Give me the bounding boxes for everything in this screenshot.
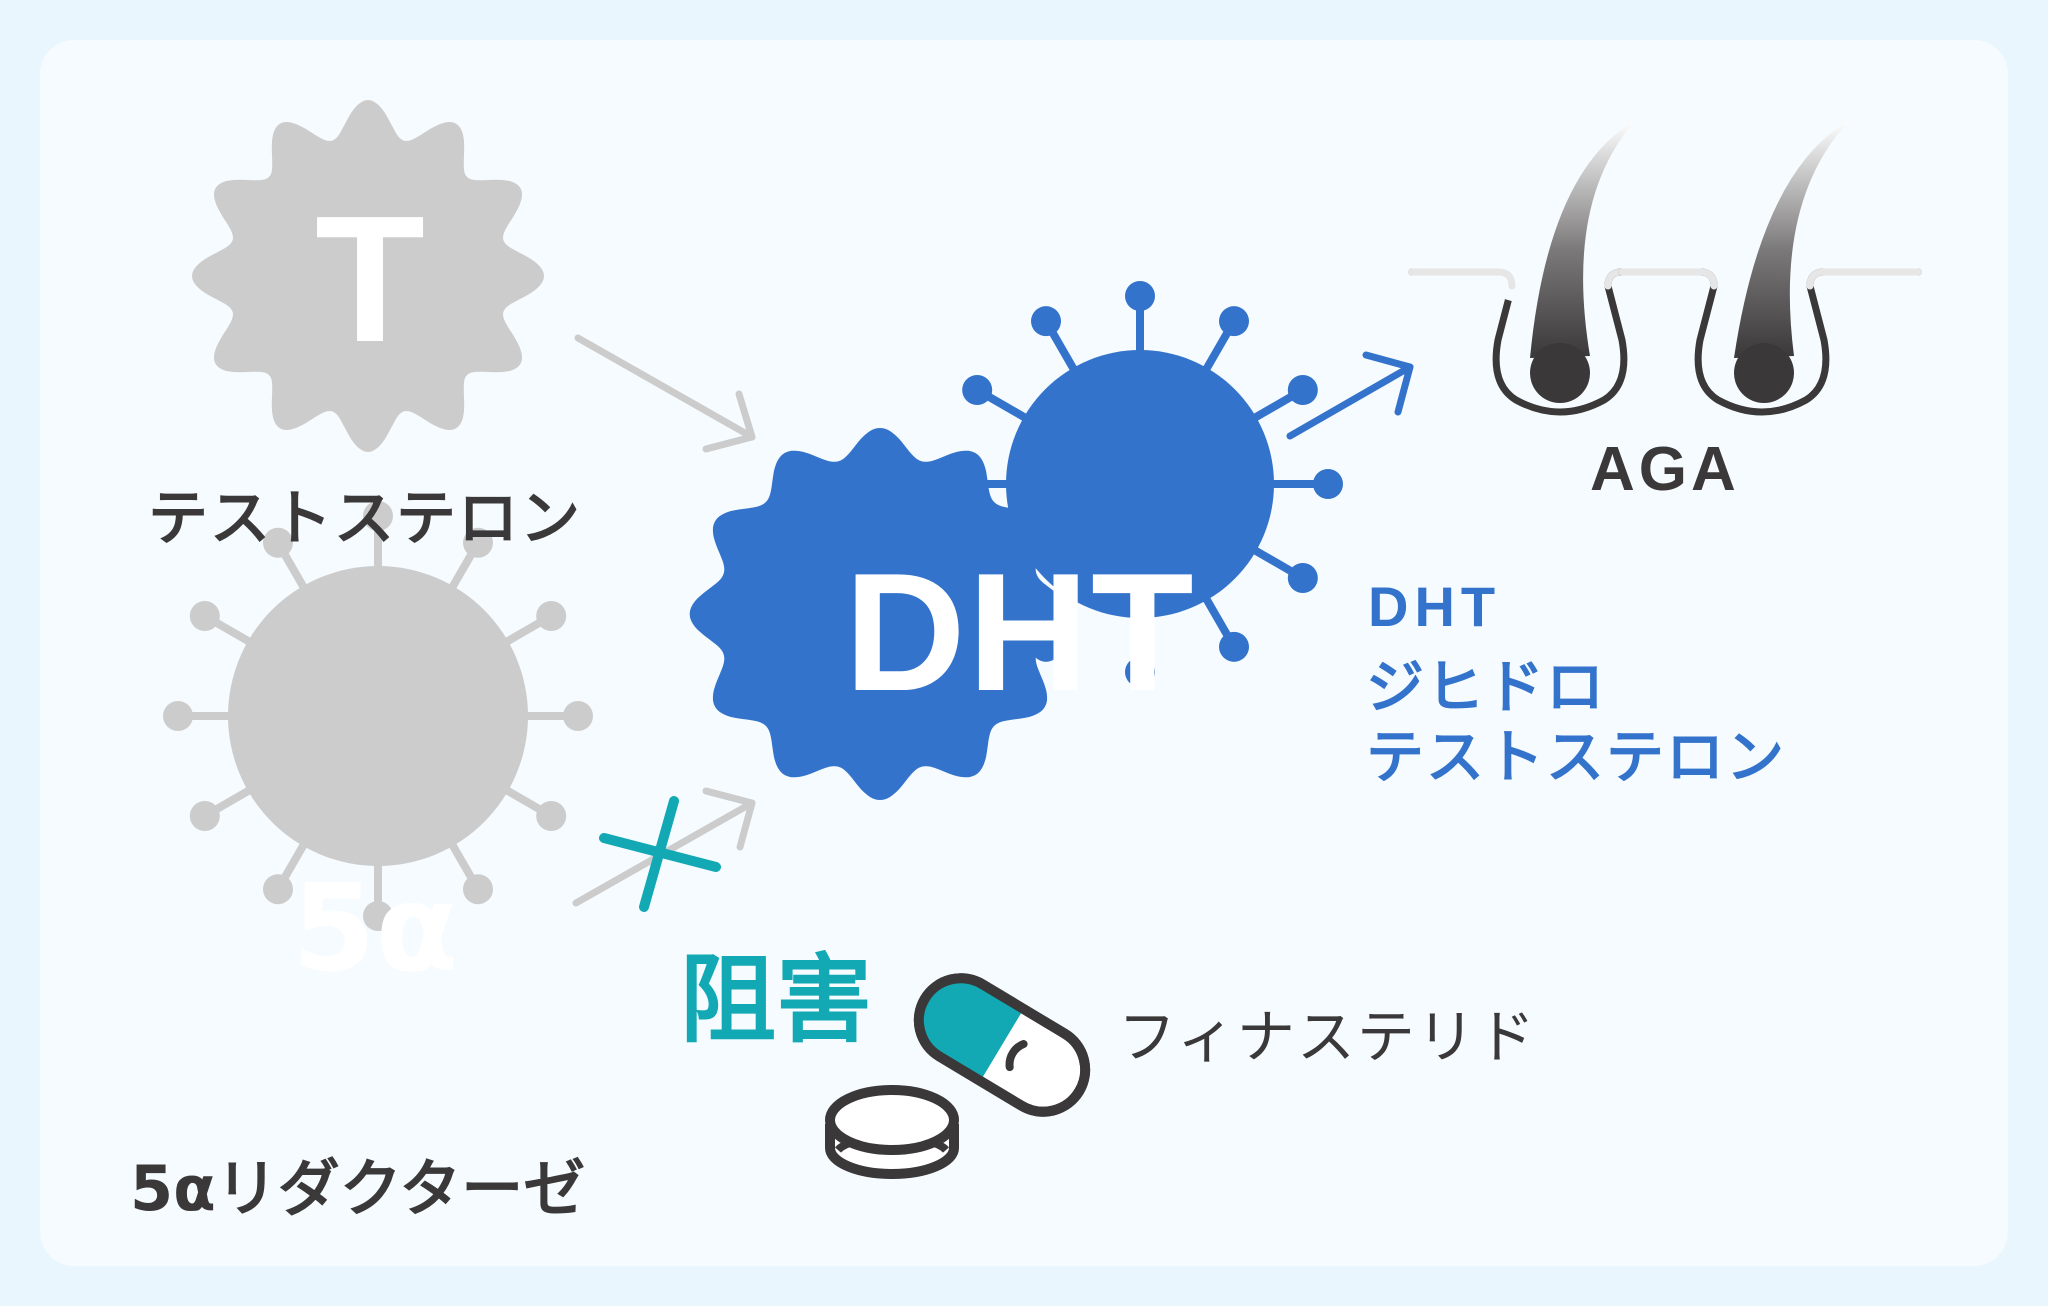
capsule-pill-icon	[913, 973, 1091, 1117]
tablet-pill-icon	[825, 1085, 959, 1179]
spike-knob	[962, 375, 993, 405]
spike-knob	[1125, 281, 1155, 311]
spike-knob	[1287, 375, 1318, 405]
testosterone-symbol: T	[315, 179, 425, 380]
spike-knob	[1313, 469, 1343, 499]
dht-caption-line3: テストステロン	[1366, 723, 1787, 791]
spike-knob	[536, 601, 567, 631]
dht-symbol: DHT	[844, 538, 1196, 726]
dht-caption-line2: ジヒドロ	[1366, 653, 1607, 721]
spike-knob	[263, 874, 293, 905]
dht-badge	[689, 428, 1071, 800]
dht-caption-line1: DHT	[1368, 575, 1502, 638]
spike-knob	[363, 901, 393, 931]
reductase-label: 5αリダクターゼ	[130, 1152, 586, 1225]
spike-knob	[1219, 306, 1249, 337]
testosterone-badge	[192, 100, 544, 452]
inhibition-label: 阻害	[680, 944, 872, 1056]
spike-knob	[1287, 563, 1318, 593]
arrow-t-to-dht	[574, 334, 756, 453]
spike-knob	[163, 701, 193, 731]
spike-knob	[189, 801, 220, 831]
inhibition-cross	[599, 796, 721, 912]
dht-circle	[1006, 350, 1274, 618]
spike-knob	[463, 527, 493, 558]
aga-label: AGA	[1590, 435, 1740, 504]
hair-follicle-icon	[1618, 120, 1922, 416]
drug-label: フィナステリド	[1118, 1003, 1537, 1071]
reductase-circle	[228, 566, 528, 866]
arrow-dht-to-aga	[1286, 351, 1414, 440]
spike-knob	[1125, 657, 1155, 687]
spike-knob	[1031, 306, 1061, 337]
spike-knob	[1219, 631, 1249, 662]
spike-knob	[563, 701, 593, 731]
spike-knob	[363, 501, 393, 531]
spike-knob	[263, 527, 293, 558]
spike-knob	[536, 801, 567, 831]
spike-knob	[463, 874, 493, 905]
hair-follicle-icon	[1408, 120, 1658, 416]
reductase-symbol: 5α	[292, 860, 458, 999]
spike-knob	[189, 601, 220, 631]
testosterone-label: テストステロン	[148, 484, 582, 554]
